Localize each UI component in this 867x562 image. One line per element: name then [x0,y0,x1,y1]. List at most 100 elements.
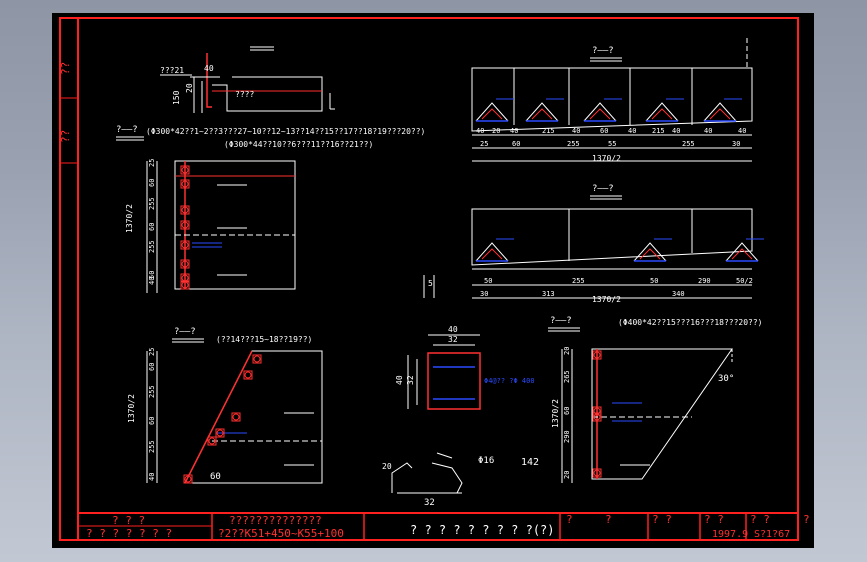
sec3-title: ?——? [550,316,572,326]
mid-arch [633,238,672,262]
top-dim-row2: 255 [682,140,695,148]
mid-dim-row1: 50 [484,277,492,285]
bar-marker [252,354,262,364]
bar-marker-circle [593,413,601,421]
sec4-dim-label: 255 [148,440,156,453]
sec2-title: ?——? [592,184,614,194]
bar-marker [180,259,190,269]
box-height-inner: 32 [406,375,415,385]
rebar-note-sec4: (??14???15~18??19??) [216,335,312,344]
box-rebar-tag: Φ4@?? ?Φ 400 [484,377,535,385]
sec4-dim-label: 60 [148,363,156,371]
hook-dim-20: 20 [382,462,392,471]
plan-dim-label: 60 [148,179,156,187]
plan-dim-label: 40 [148,277,156,285]
detail-dim-20: 20 [185,83,194,93]
bar-marker-circle [181,180,189,188]
plan-dim-label: 50 [148,271,156,279]
sec5-dim-label: 290 [563,430,571,443]
sec5-dim-label: 20 [563,347,571,355]
bar-marker [180,240,190,250]
title-block: ? ? ? ? ? ? ? ? ? ? ?????????????? ?2??K… [78,512,798,540]
bar-marker [180,165,190,175]
tb-cell-2: ? [605,513,612,526]
top-arch [703,98,742,122]
drawing-sheet: ?? ?? ? ? ? ? ? ? ? ? ? ? ? ????????????… [52,13,814,548]
plan-dim-label: 25 [148,159,156,167]
mid-dim-row2: 340 [672,290,685,298]
gutter-section-detail: ???21 ???? 40 20 150 [160,46,335,113]
box-width-inner: 32 [448,335,458,344]
detail-dim-150: 150 [172,90,181,105]
check-row: ? ? ? ? ? ? ? [86,527,172,540]
bar-marker [592,406,602,416]
top-dim-row1: 60 [600,127,608,135]
top-dim-row1: 40 [510,127,518,135]
bar-marker [180,220,190,230]
top-dim-row2: 255 [567,140,580,148]
tb-cell-3: ? ? [652,513,672,526]
top-dim-row2: 25 [480,140,488,148]
bar-marker-circle [253,355,261,363]
bar-marker-circle [181,206,189,214]
detail-tag-2: ???? [235,90,254,99]
top-dim-row1: 40 [738,127,746,135]
bar-marker-circle [216,429,224,437]
sec4-title: ?——? [174,327,196,337]
top-dim-row1: 20 [492,127,500,135]
top-elevation-arches [475,98,742,122]
hook-bar-dia: Φ16 [478,456,494,466]
plan-bar-markers [180,165,190,290]
section-range: ?2??K51+450~K55+100 [218,527,344,540]
plan-title: ?——? [116,125,138,135]
sec5-dim-label: 265 [563,370,571,383]
sec5-dim-label: 20 [563,471,571,479]
project-name: ?????????????? [229,514,322,527]
sec4-total: 1370/2 [127,394,136,423]
top-dim-row1: 215 [652,127,665,135]
bar-marker [243,370,253,380]
plan-dim-label: 255 [148,197,156,210]
top-total-dim: 1370/2 [592,154,621,163]
detail-dim-40: 40 [204,64,214,73]
mid-arch [725,238,764,262]
plan-view [146,160,296,293]
page-edge-mark: ? [803,513,810,526]
side-label-top: ?? [59,62,72,75]
hook-dim-32: 32 [424,498,435,508]
top-dim-row1: 40 [476,127,484,135]
sec4-bar-markers [183,354,262,484]
sec5-dimensions: 20 265 60 290 20 [563,347,571,479]
mid-dim-row1: 255 [572,277,585,285]
tb-cell-5: ? ? [750,513,770,526]
plan-dim-label: 60 [148,223,156,231]
mid-arch [475,238,514,262]
sec4-dim-label: 60 [148,417,156,425]
center-section-box [407,334,481,410]
sec5-drawing [561,348,733,483]
bar-marker [592,412,602,422]
drawing-date: 1997.9 [712,529,748,540]
top-dim-row1: 40 [672,127,680,135]
top-arch [475,98,514,122]
sec4-angle: 60 [210,472,221,482]
bar-marker [207,436,217,446]
mid-total-dim: 1370/2 [592,295,621,304]
sec5-dim-label: 60 [563,407,571,415]
bar-marker-circle [593,469,601,477]
small-dim: 5 [428,279,433,288]
bar-marker-circle [181,166,189,174]
mid-dim-row1: 50 [650,277,658,285]
bar-marker-circle [593,351,601,359]
mid-elevation-arches [475,238,764,262]
bar-marker-circle [181,281,189,289]
sec4-drawing [146,350,323,484]
plan-dim-label: 255 [148,240,156,253]
sec5-total: 1370/2 [551,399,560,428]
bar-marker [592,468,602,478]
top-arch [583,98,622,122]
top-dim-row1: 40 [572,127,580,135]
